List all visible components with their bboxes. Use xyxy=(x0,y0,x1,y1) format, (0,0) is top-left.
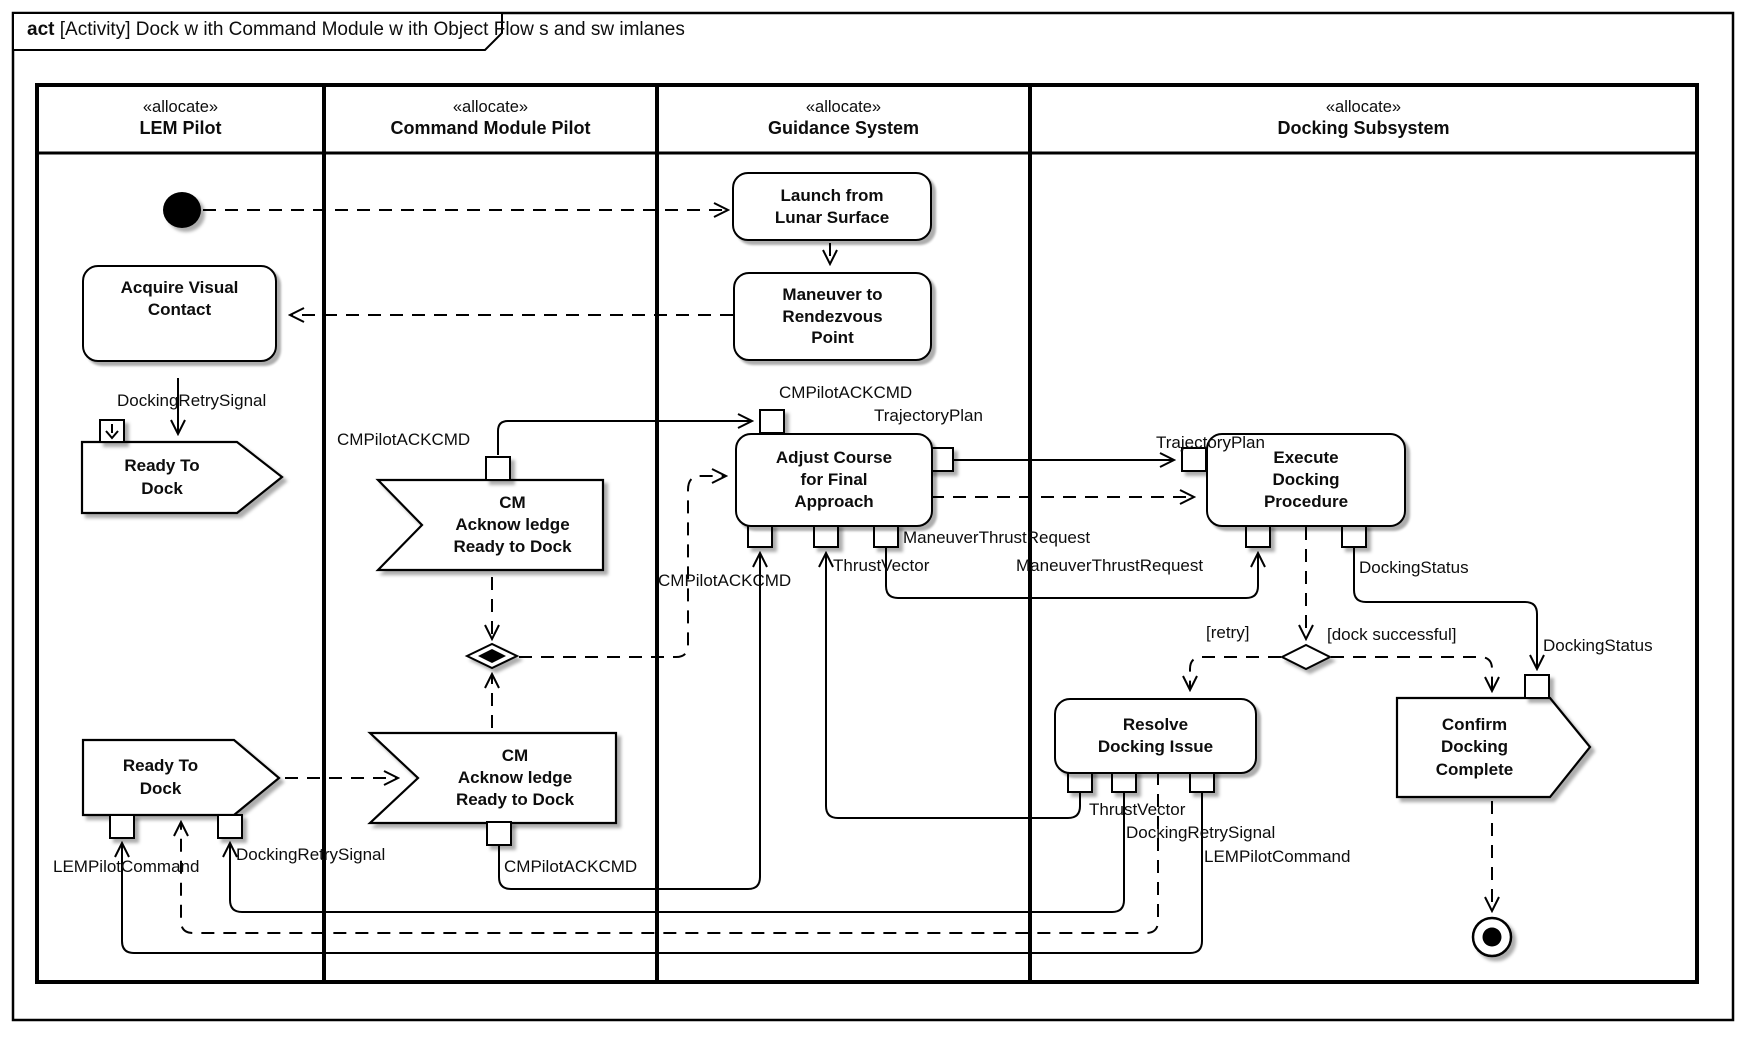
lane-header-command-module-pilot: «allocate» Command Module Pilot xyxy=(324,85,657,151)
guard-label-dock-successful: [dock successful] xyxy=(1327,625,1457,644)
pin-adjust-bottom-1 xyxy=(747,523,773,548)
lane-stereotype: «allocate» xyxy=(142,97,219,116)
pin-cmack-bottom-out xyxy=(486,821,512,846)
lane-stereotype: «allocate» xyxy=(805,97,882,116)
flow-label-cmpilotackcmd-cm-lane: CMPilotACKCMD xyxy=(337,430,471,449)
pin-ready-top-input xyxy=(99,419,125,443)
lane-stereotype: «allocate» xyxy=(1325,97,1402,116)
lane-name: Command Module Pilot xyxy=(390,117,591,138)
edge-maneuverthrustrequest-to-execute xyxy=(885,547,1258,599)
flow-label-cmpilotackcmd-adjust-bottom: CMPilotACKCMD xyxy=(658,571,792,590)
decision-node xyxy=(1279,643,1333,671)
guard-label-retry: [retry] xyxy=(1206,623,1250,642)
merge-node xyxy=(464,642,520,670)
final-node xyxy=(1471,916,1513,958)
pin-adjust-top-in xyxy=(759,409,785,434)
flow-label-thrustvector-bottom: ThrustVector xyxy=(1089,800,1186,819)
edge-resolve-to-readybottom xyxy=(181,772,1159,934)
swimlane-frame xyxy=(35,83,1699,984)
flow-label-dockingstatus-1: DockingStatus xyxy=(1359,558,1469,577)
flow-label-maneuverthrustrequest-1: ManeuverThrustRequest xyxy=(903,528,1091,547)
edge-thrustvector-to-adjust xyxy=(826,553,1081,819)
flow-label-dockingretrysignal-top: DockingRetrySignal xyxy=(117,391,267,410)
lane-header-lem-pilot: «allocate» LEM Pilot xyxy=(37,85,324,151)
flow-label-cmpilotackcmd-adjust-top: CMPilotACKCMD xyxy=(779,383,913,402)
flow-label-lempilotcommand-right: LEMPilotCommand xyxy=(1204,847,1351,866)
action-resolve-docking-issue: Resolve Docking Issue xyxy=(1054,698,1257,774)
edge-cmpilotackcmd-bottom-to-adjust xyxy=(498,553,760,890)
diagram-title: act [Activity] Dock w ith Command Module… xyxy=(27,19,685,41)
object-pins xyxy=(99,409,1550,846)
edge-dockingretrysignal-to-readybottom xyxy=(230,792,1125,913)
flow-label-trajectoryplan-mid: TrajectoryPlan xyxy=(1156,433,1265,452)
action-acquire-visual-contact: Acquire Visual Contact xyxy=(82,265,277,362)
flow-label-thrustvector-top: ThrustVector xyxy=(833,556,930,575)
flow-label-dockingretrysignal-mid: DockingRetrySignal xyxy=(1126,823,1276,842)
lane-name: Docking Subsystem xyxy=(1277,117,1450,138)
action-launch-from-lunar-surface: Launch from Lunar Surface xyxy=(732,172,932,241)
pin-adjust-bottom-2 xyxy=(813,523,839,548)
lane-name: LEM Pilot xyxy=(139,117,222,138)
action-execute-docking-procedure: Execute Docking Procedure xyxy=(1206,433,1406,527)
pin-confirm-top-in xyxy=(1524,674,1550,699)
edge-lempilotcommand-to-readybottom xyxy=(122,792,1203,954)
diagram-title-text: [Activity] Dock w ith Command Module w i… xyxy=(54,19,685,40)
send-signal-ready-to-dock-top xyxy=(80,440,284,515)
edge-decision-success-to-confirm xyxy=(1331,656,1492,691)
flow-label-dockingretrysignal-bottom: DockingRetrySignal xyxy=(236,845,386,864)
flow-label-trajectoryplan-adjust: TrajectoryPlan xyxy=(874,406,983,425)
object-flow-edges xyxy=(122,378,1537,954)
lane-header-guidance-system: «allocate» Guidance System xyxy=(657,85,1030,151)
pin-execute-bottom-2 xyxy=(1341,523,1367,548)
pin-ready-bottom-2 xyxy=(217,814,243,839)
pin-ready-bottom-1 xyxy=(109,814,135,839)
lane-stereotype: «allocate» xyxy=(452,97,529,116)
flow-label-maneuverthrustrequest-2: ManeuverThrustRequest xyxy=(1016,556,1204,575)
accept-event-cm-acknowledge-top xyxy=(375,478,605,572)
lane-name: Guidance System xyxy=(767,117,920,138)
edge-cmpilotackcmd-to-adjust-top xyxy=(497,421,752,455)
flow-label-dockingstatus-2: DockingStatus xyxy=(1543,636,1653,655)
action-maneuver-to-rendezvous-point: Maneuver to Rendezvous Point xyxy=(733,272,932,361)
diagram-nodes xyxy=(80,192,1592,958)
edge-dockingstatus-to-confirm xyxy=(1353,547,1537,669)
send-signal-ready-to-dock-bottom xyxy=(81,738,281,817)
pin-cmack-top-out xyxy=(485,456,511,481)
diagram-kind-keyword: act xyxy=(27,19,55,40)
pin-execute-bottom-1 xyxy=(1245,523,1271,548)
control-flow-edges xyxy=(181,210,1492,934)
pin-adjust-bottom-3 xyxy=(873,523,899,548)
flow-label-cmpilotackcmd-bottom: CMPilotACKCMD xyxy=(504,857,638,876)
send-signal-confirm-docking-complete xyxy=(1395,696,1592,799)
edge-decision-retry-to-resolve xyxy=(1190,656,1281,690)
initial-node xyxy=(163,192,201,228)
lane-header-docking-subsystem: «allocate» Docking Subsystem xyxy=(1030,85,1697,151)
edge-merge-to-adjust xyxy=(519,476,726,658)
title-tab xyxy=(12,12,503,51)
action-adjust-course-for-final-approach: Adjust Course for Final Approach xyxy=(735,433,933,527)
flow-label-lempilotcommand-left: LEMPilotCommand xyxy=(53,857,200,876)
